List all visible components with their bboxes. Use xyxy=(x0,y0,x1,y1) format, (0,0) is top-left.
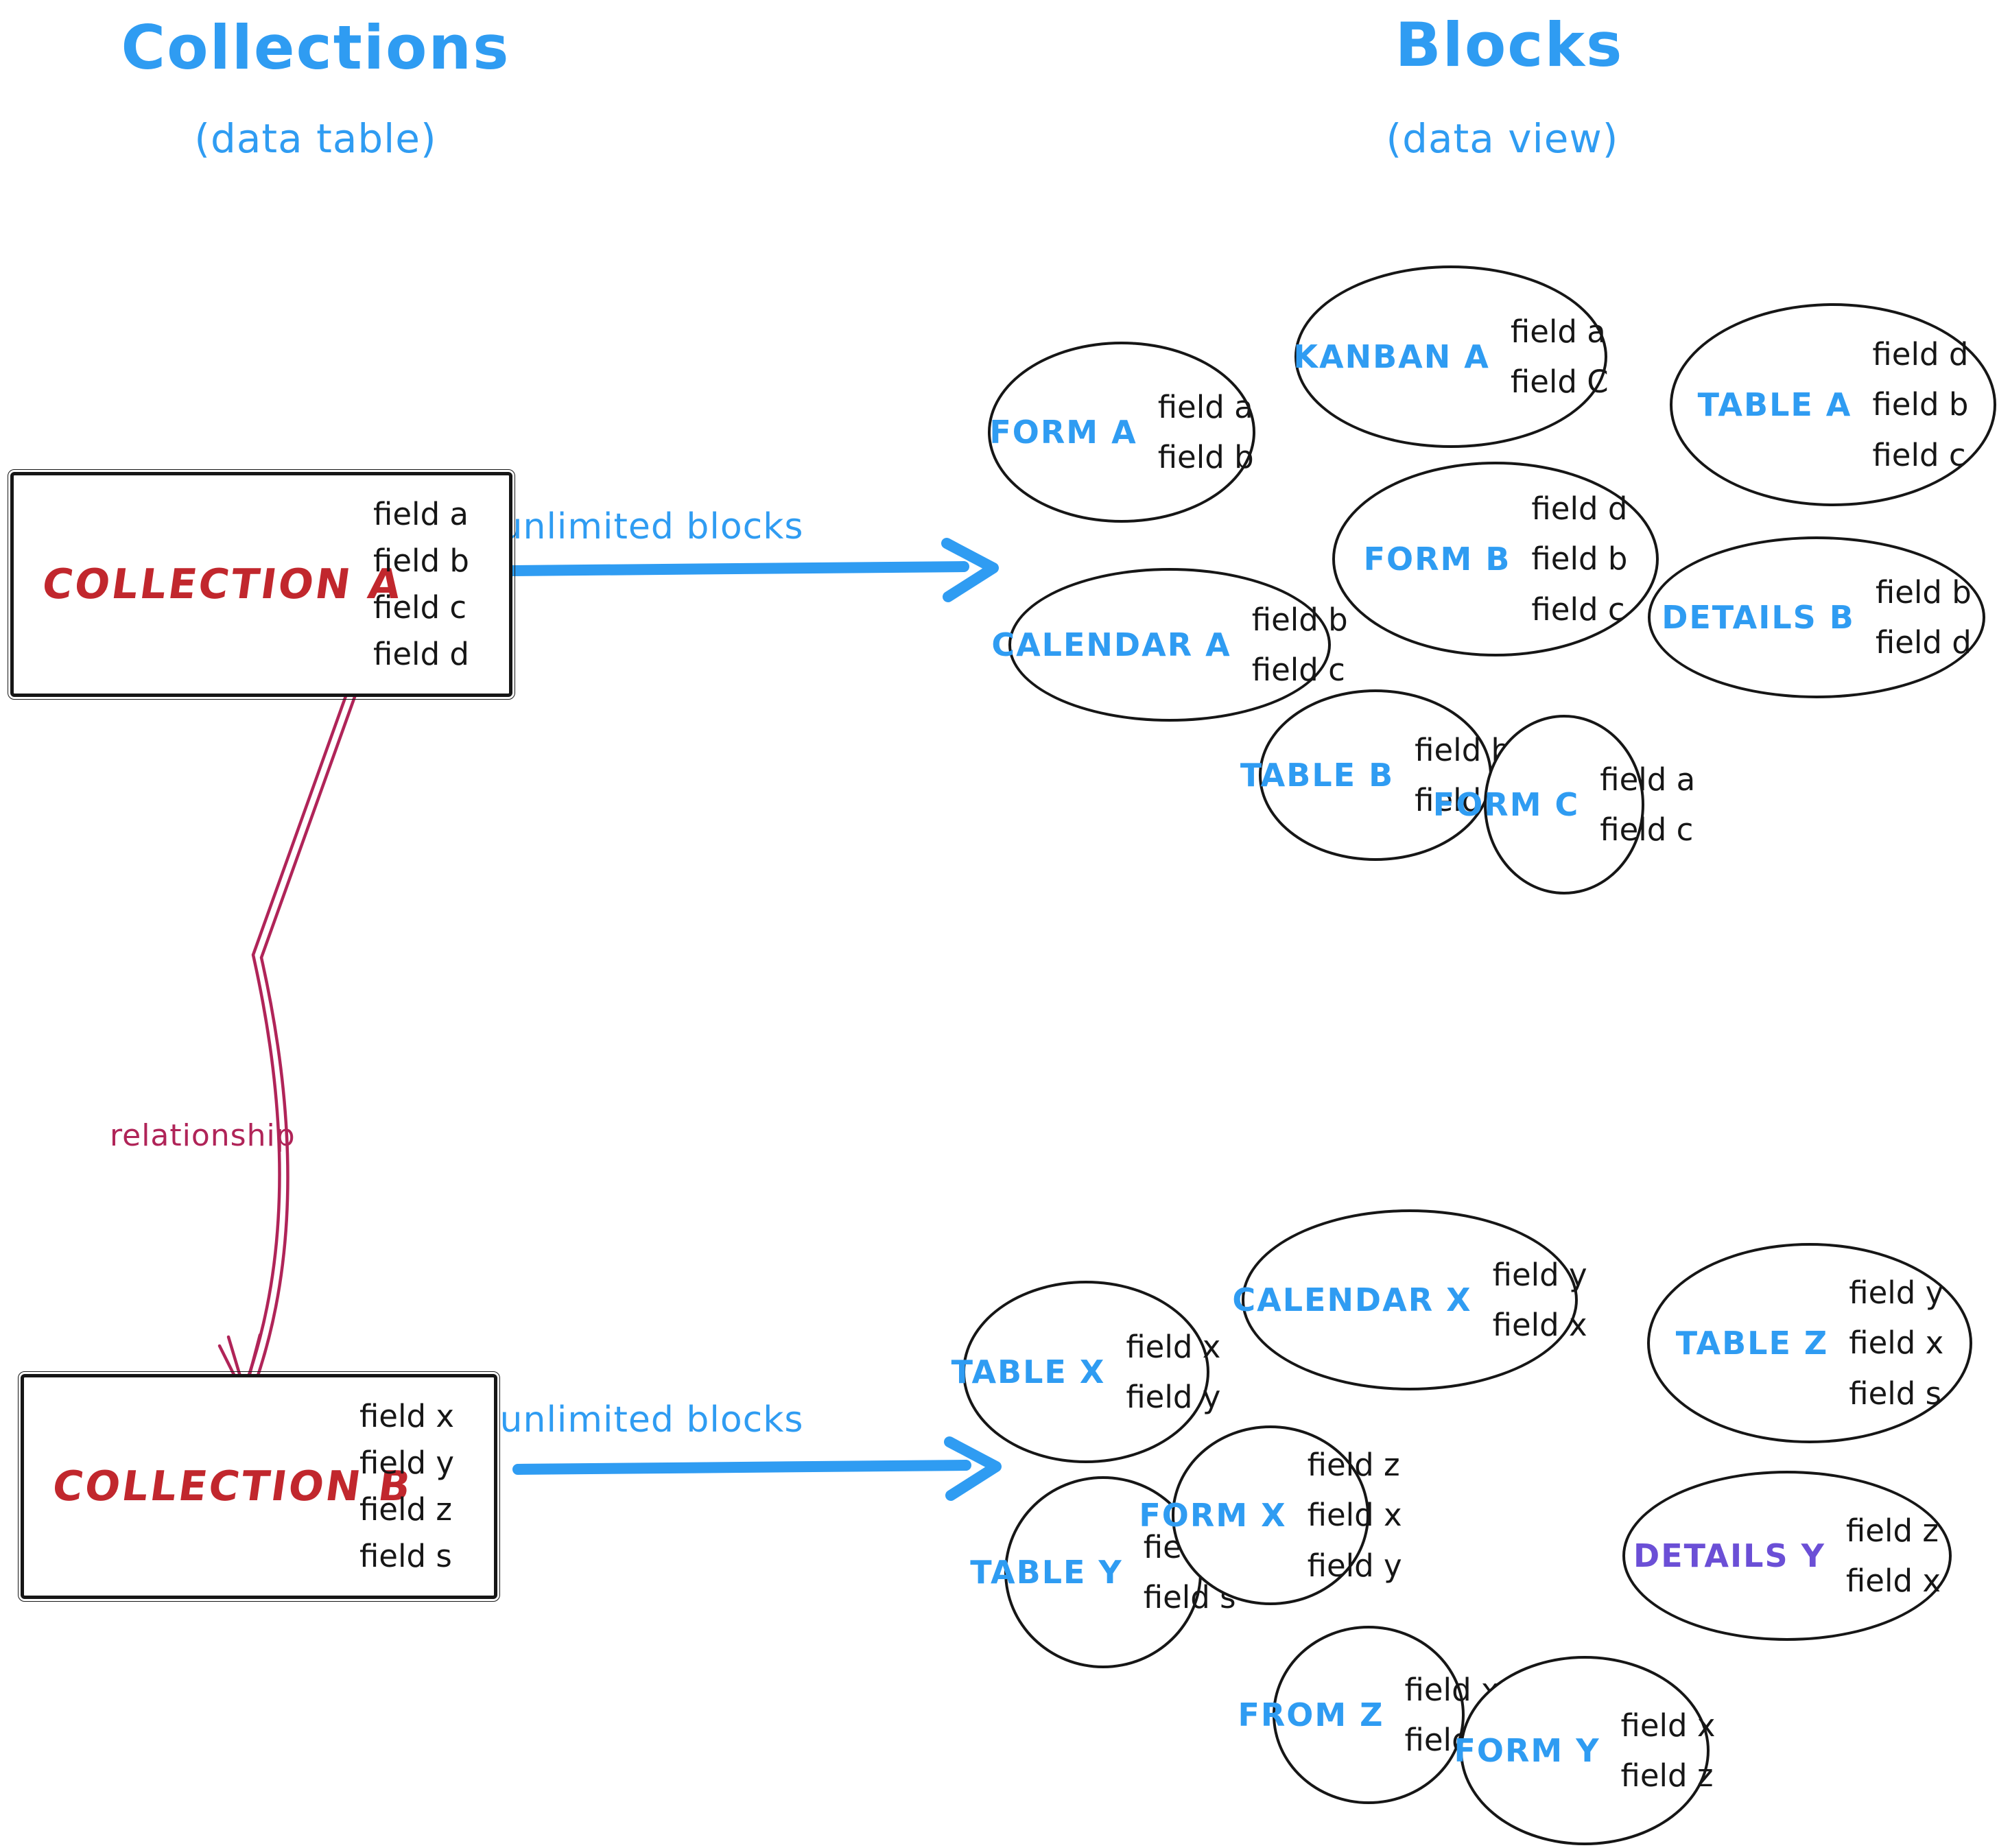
collection-field: field a xyxy=(373,496,469,533)
block-label: TABLE X xyxy=(951,1353,1106,1390)
block-fields: field a field C xyxy=(1510,313,1609,400)
block-label: DETAILS B xyxy=(1662,599,1855,636)
block-field: field c xyxy=(1251,652,1345,688)
block-table-b: TABLE B field b field c xyxy=(1240,689,1511,861)
block-field: field y xyxy=(1492,1256,1587,1293)
block-field: field x xyxy=(1845,1563,1941,1599)
relationship-arrow xyxy=(217,692,357,1393)
collection-field: field c xyxy=(373,589,467,626)
unlimited-blocks-arrow-bottom xyxy=(512,1436,1002,1501)
block-form-b: FORM B field d field b field c xyxy=(1332,462,1659,656)
block-fields: field d field b field c xyxy=(1531,492,1627,627)
block-label: FORM A xyxy=(989,414,1137,451)
collection-b-box: COLLECTION B field x field y field z fie… xyxy=(18,1371,500,1602)
block-field: field d xyxy=(1531,490,1628,527)
block-field: field c xyxy=(1531,591,1625,628)
block-table-x: TABLE X field x field y xyxy=(951,1281,1220,1463)
block-label: TABLE A xyxy=(1697,386,1852,423)
collections-subtitle: (data table) xyxy=(194,115,437,162)
block-details-b: DETAILS B field b field d xyxy=(1648,536,1985,698)
block-table-z: TABLE Z field y field x field s xyxy=(1647,1243,1972,1443)
block-fields: field b field d xyxy=(1875,573,1972,661)
block-label: KANBAN A xyxy=(1293,338,1490,375)
collection-a-name: COLLECTION A xyxy=(39,560,406,608)
block-fields: field x field z xyxy=(1620,1707,1716,1794)
block-field: field b xyxy=(1872,386,1969,423)
block-field: field d xyxy=(1875,624,1972,661)
block-field: field y xyxy=(1849,1274,1944,1311)
block-fields: field x field y xyxy=(1126,1328,1221,1415)
collection-a-fields: field a field b field c field d xyxy=(373,475,469,694)
block-form-y: FORM Y field x field z xyxy=(1454,1656,1716,1845)
block-label: CALENDAR A xyxy=(991,626,1231,663)
block-fields: field b field c xyxy=(1251,601,1348,688)
block-label: FORM B xyxy=(1363,541,1511,578)
unlimited-blocks-arrow-top xyxy=(506,538,999,602)
block-field: field C xyxy=(1510,364,1609,400)
block-fields: field d field b field c xyxy=(1872,337,1968,473)
block-form-c: FORM C field a field c xyxy=(1433,715,1695,895)
block-label: FORM X xyxy=(1139,1497,1287,1534)
block-fields: field z field x field y xyxy=(1308,1448,1402,1583)
block-form-a: FORM A field a field b xyxy=(988,342,1255,523)
block-field: field b xyxy=(1157,439,1254,475)
block-field: field y xyxy=(1126,1379,1221,1415)
block-field: field x xyxy=(1849,1325,1944,1362)
block-details-y: DETAILS Y field z field x xyxy=(1622,1471,1952,1641)
block-label: TABLE Y xyxy=(970,1554,1123,1591)
block-fields: field a field b xyxy=(1158,390,1254,475)
block-from-z: FROM Z field x field z xyxy=(1238,1626,1500,1804)
block-kanban-a: KANBAN A field a field C xyxy=(1293,265,1609,448)
block-field: field z xyxy=(1845,1512,1939,1549)
block-field: field d xyxy=(1872,335,1969,372)
block-fields: field y field x xyxy=(1492,1256,1587,1343)
block-fields: field z field x xyxy=(1845,1512,1941,1599)
blocks-title: Blocks xyxy=(1395,10,1624,80)
block-field: field x xyxy=(1126,1328,1221,1365)
block-field: field z xyxy=(1307,1446,1400,1483)
block-field: field c xyxy=(1872,436,1966,473)
block-label: FORM C xyxy=(1432,786,1580,823)
block-label: CALENDAR X xyxy=(1232,1281,1472,1318)
block-calendar-a: CALENDAR A field b field c xyxy=(991,568,1348,722)
block-label: TABLE Z xyxy=(1675,1325,1829,1362)
block-field: field x xyxy=(1492,1307,1587,1343)
block-field: field s xyxy=(1849,1375,1942,1412)
block-field: field a xyxy=(1600,761,1696,798)
collection-field: field x xyxy=(359,1398,454,1435)
unlimited-blocks-label-bottom: unlimited blocks xyxy=(499,1399,804,1441)
block-label: TABLE B xyxy=(1240,757,1395,794)
block-field: field a xyxy=(1157,388,1253,425)
block-table-a: TABLE A field d field b field c xyxy=(1670,303,1996,506)
block-label: FORM Y xyxy=(1454,1732,1600,1769)
collection-field: field d xyxy=(373,636,469,673)
block-label: DETAILS Y xyxy=(1633,1537,1825,1574)
collection-field: field s xyxy=(359,1538,452,1575)
block-label: FROM Z xyxy=(1238,1696,1384,1733)
collection-field: field b xyxy=(373,543,469,580)
block-fields: field y field x field s xyxy=(1849,1276,1943,1411)
block-field: field y xyxy=(1307,1547,1402,1584)
relationship-label: relationship xyxy=(110,1118,296,1153)
collection-b-fields: field x field y field z field s xyxy=(359,1377,454,1596)
block-field: field x xyxy=(1307,1497,1402,1534)
unlimited-blocks-label-top: unlimited blocks xyxy=(499,506,804,547)
block-field: field x xyxy=(1620,1707,1716,1744)
blocks-subtitle: (data view) xyxy=(1386,115,1619,162)
collection-field: field z xyxy=(359,1491,452,1528)
collection-a-box: COLLECTION A field a field b field c fie… xyxy=(8,469,515,700)
block-field: field b xyxy=(1251,601,1348,638)
collections-title: Collections xyxy=(121,12,510,83)
block-field: field z xyxy=(1620,1757,1714,1794)
block-field: field c xyxy=(1600,812,1694,848)
collection-field: field y xyxy=(359,1445,454,1482)
block-field: field a xyxy=(1510,313,1606,350)
block-fields: field a field c xyxy=(1600,761,1696,848)
block-field: field b xyxy=(1531,541,1628,578)
block-calendar-x: CALENDAR X field y field x xyxy=(1232,1209,1587,1390)
block-form-x: FORM X field z field x field y xyxy=(1139,1425,1402,1605)
block-field: field b xyxy=(1875,573,1972,611)
